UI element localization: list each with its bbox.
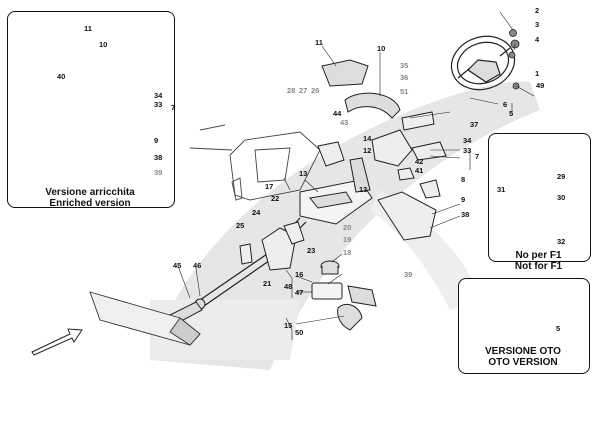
callout-8: 8 (461, 175, 466, 184)
callout-7-main: 7 (475, 152, 480, 161)
callout-37: 37 (470, 120, 479, 129)
callout-31: 31 (497, 185, 506, 194)
oto-caption-line1: VERSIONE OTO (485, 346, 561, 357)
enriched-caption-line1: Versione arricchita (45, 187, 135, 198)
callout-11-main: 11 (315, 38, 323, 47)
callout-33-enriched: 33 (154, 100, 163, 109)
callout-20: 20 (343, 223, 352, 232)
callout-13-upper: 13 (299, 169, 308, 178)
callout-49: 49 (536, 81, 545, 90)
callout-3: 3 (535, 20, 540, 29)
callout-14: 14 (363, 134, 372, 143)
callout-47: 47 (295, 288, 304, 297)
callout-30: 30 (557, 193, 566, 202)
callout-25: 25 (236, 221, 245, 230)
callout-43: 43 (340, 118, 349, 127)
callout-27: 27 (299, 86, 308, 95)
callout-2: 2 (535, 6, 540, 15)
callout-46: 46 (193, 261, 202, 270)
callout-23: 23 (307, 246, 316, 255)
callout-6: 6 (503, 100, 508, 109)
callout-38-enriched: 38 (154, 153, 163, 162)
callout-42: 42 (415, 157, 424, 166)
callout-16: 16 (295, 270, 304, 279)
callout-26: 26 (311, 86, 320, 95)
callout-29: 29 (557, 172, 566, 181)
inset-enriched-version (7, 11, 175, 208)
callout-51: 51 (400, 87, 409, 96)
callout-15: 15 (284, 321, 293, 330)
callout-18: 18 (343, 248, 352, 257)
callout-33-main: 33 (463, 146, 472, 155)
callout-35: 35 (400, 61, 409, 70)
enriched-caption-line2: Enriched version (49, 198, 131, 209)
callout-44: 44 (333, 109, 342, 118)
callout-17: 17 (265, 182, 274, 191)
callout-48: 48 (284, 282, 293, 291)
callout-28: 28 (287, 86, 296, 95)
callout-34-enriched: 34 (154, 91, 163, 100)
not-f1-caption-line2: Not for F1 (514, 261, 563, 272)
callout-7-enriched: 7 (171, 103, 176, 112)
callout-24: 24 (252, 208, 261, 217)
callout-13-lower: 13 (359, 185, 368, 194)
callout-10-main: 10 (377, 44, 386, 53)
callout-41: 41 (415, 166, 424, 175)
oto-caption-line2: OTO VERSION (488, 357, 558, 368)
callout-4: 4 (535, 35, 540, 44)
callout-36: 36 (400, 73, 409, 82)
callout-32: 32 (557, 237, 566, 246)
callout-1: 1 (535, 69, 540, 78)
not-f1-caption-line1: No per F1 (515, 250, 562, 261)
callout-39-main: 39 (404, 270, 413, 279)
callout-12: 12 (363, 146, 372, 155)
inset-not-f1 (488, 133, 591, 262)
callout-5-oto: 5 (556, 324, 561, 333)
callout-50: 50 (295, 328, 304, 337)
callout-11-enriched: 11 (84, 24, 92, 33)
callout-45: 45 (173, 261, 182, 270)
callout-40-enriched: 40 (57, 72, 66, 81)
callout-9-main: 9 (461, 195, 466, 204)
callout-19: 19 (343, 235, 352, 244)
callout-39-enriched: 39 (154, 168, 163, 177)
callout-38-main: 38 (461, 210, 470, 219)
callout-9-enriched: 9 (154, 136, 159, 145)
callout-10-enriched: 10 (99, 40, 108, 49)
callout-34-main: 34 (463, 136, 472, 145)
callout-5: 5 (509, 109, 514, 118)
callout-21: 21 (263, 279, 272, 288)
inset-oto-version (458, 278, 590, 374)
direction-arrow-icon-2 (31, 328, 83, 356)
callout-22: 22 (271, 194, 280, 203)
